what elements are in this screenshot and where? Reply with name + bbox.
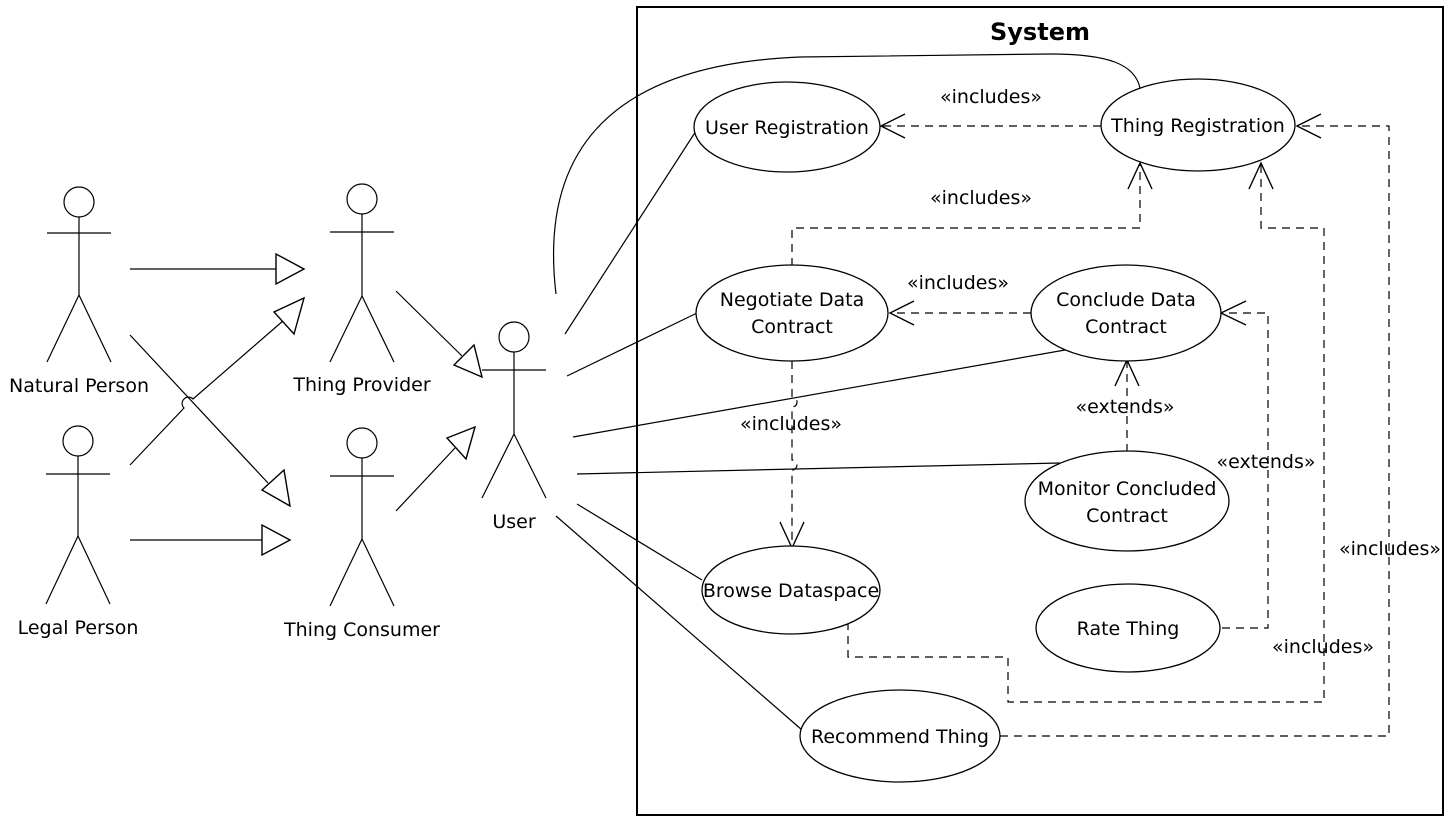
actor-natural-person-label: Natural Person — [9, 375, 149, 397]
actor-thing-provider: Thing Provider — [292, 183, 431, 396]
association-user-browse — [576, 503, 703, 581]
label-extends-rate-conclude: «extends» — [1217, 451, 1316, 473]
dependency-conclude-includes-negotiate — [888, 300, 1031, 326]
use-case-browse-dataspace: Browse Dataspace — [701, 545, 881, 635]
label-includes-negotiate-browse: «includes» — [740, 413, 842, 435]
actor-legal-person-label: Legal Person — [18, 617, 139, 639]
svg-text:Thing Registration: Thing Registration — [1110, 115, 1285, 137]
use-case-thing-registration: Thing Registration — [1100, 78, 1296, 172]
svg-text:Contract: Contract — [1086, 505, 1168, 527]
actor-thing-provider-label: Thing Provider — [292, 374, 430, 396]
actor-user: User — [481, 321, 547, 533]
actor-thing-consumer: Thing Consumer — [283, 427, 440, 641]
svg-text:Contract: Contract — [751, 316, 833, 338]
actor-thing-consumer-label: Thing Consumer — [283, 619, 440, 641]
system-boundary — [636, 6, 1444, 816]
svg-text:Rate Thing: Rate Thing — [1077, 618, 1180, 640]
generalization-provider-to-user — [395, 290, 484, 379]
label-includes-browse-thing-reg: «includes» — [1272, 636, 1374, 658]
dependency-thing-reg-includes-user-reg — [879, 113, 1101, 139]
dependency-negotiate-includes-thing-reg — [791, 161, 1153, 266]
use-case-rate-thing: Rate Thing — [1035, 583, 1221, 673]
association-user-monitor — [576, 462, 1061, 475]
association-user-recommend — [555, 515, 803, 731]
use-case-recommend-thing: Recommend Thing — [799, 689, 1001, 783]
actor-user-label: User — [492, 511, 535, 533]
association-user-user-registration — [564, 130, 697, 335]
dependency-browse-includes-thing-reg — [847, 161, 1325, 703]
svg-text:User Registration: User Registration — [705, 117, 869, 139]
association-user-negotiate — [566, 312, 698, 377]
svg-text:Negotiate Data: Negotiate Data — [720, 289, 865, 311]
use-case-user-registration: User Registration — [693, 81, 881, 173]
generalization-legal-to-consumer — [130, 523, 292, 557]
svg-text:Contract: Contract — [1085, 316, 1167, 338]
actor-legal-person: Legal Person — [18, 425, 139, 639]
generalization-legal-to-provider — [129, 296, 306, 466]
dependency-negotiate-includes-browse — [779, 361, 805, 550]
system-title: System — [990, 18, 1090, 46]
generalization-natural-to-provider — [130, 252, 306, 286]
generalization-natural-to-consumer — [129, 334, 291, 508]
use-case-conclude-data-contract: Conclude Data Contract — [1030, 264, 1222, 362]
actor-natural-person: Natural Person — [9, 186, 149, 397]
svg-text:Browse Dataspace: Browse Dataspace — [703, 580, 879, 602]
label-includes-recommend-thing-reg: «includes» — [1339, 538, 1441, 560]
label-includes-user-reg: «includes» — [940, 86, 1042, 108]
association-user-thing-registration — [552, 53, 1141, 295]
svg-text:Monitor Concluded: Monitor Concluded — [1038, 478, 1217, 500]
label-includes-conclude-negotiate: «includes» — [907, 272, 1009, 294]
label-includes-thing-reg-negotiate: «includes» — [930, 187, 1032, 209]
svg-text:Conclude Data: Conclude Data — [1056, 289, 1196, 311]
use-case-monitor-concluded-contract: Monitor Concluded Contract — [1024, 450, 1230, 552]
dependency-recommend-includes-thing-reg — [1000, 113, 1390, 737]
svg-text:Recommend Thing: Recommend Thing — [811, 726, 989, 748]
generalization-consumer-to-user — [395, 425, 477, 512]
association-user-conclude — [572, 349, 1066, 438]
label-extends-monitor-conclude: «extends» — [1076, 396, 1175, 418]
use-case-negotiate-data-contract: Negotiate Data Contract — [695, 264, 889, 362]
